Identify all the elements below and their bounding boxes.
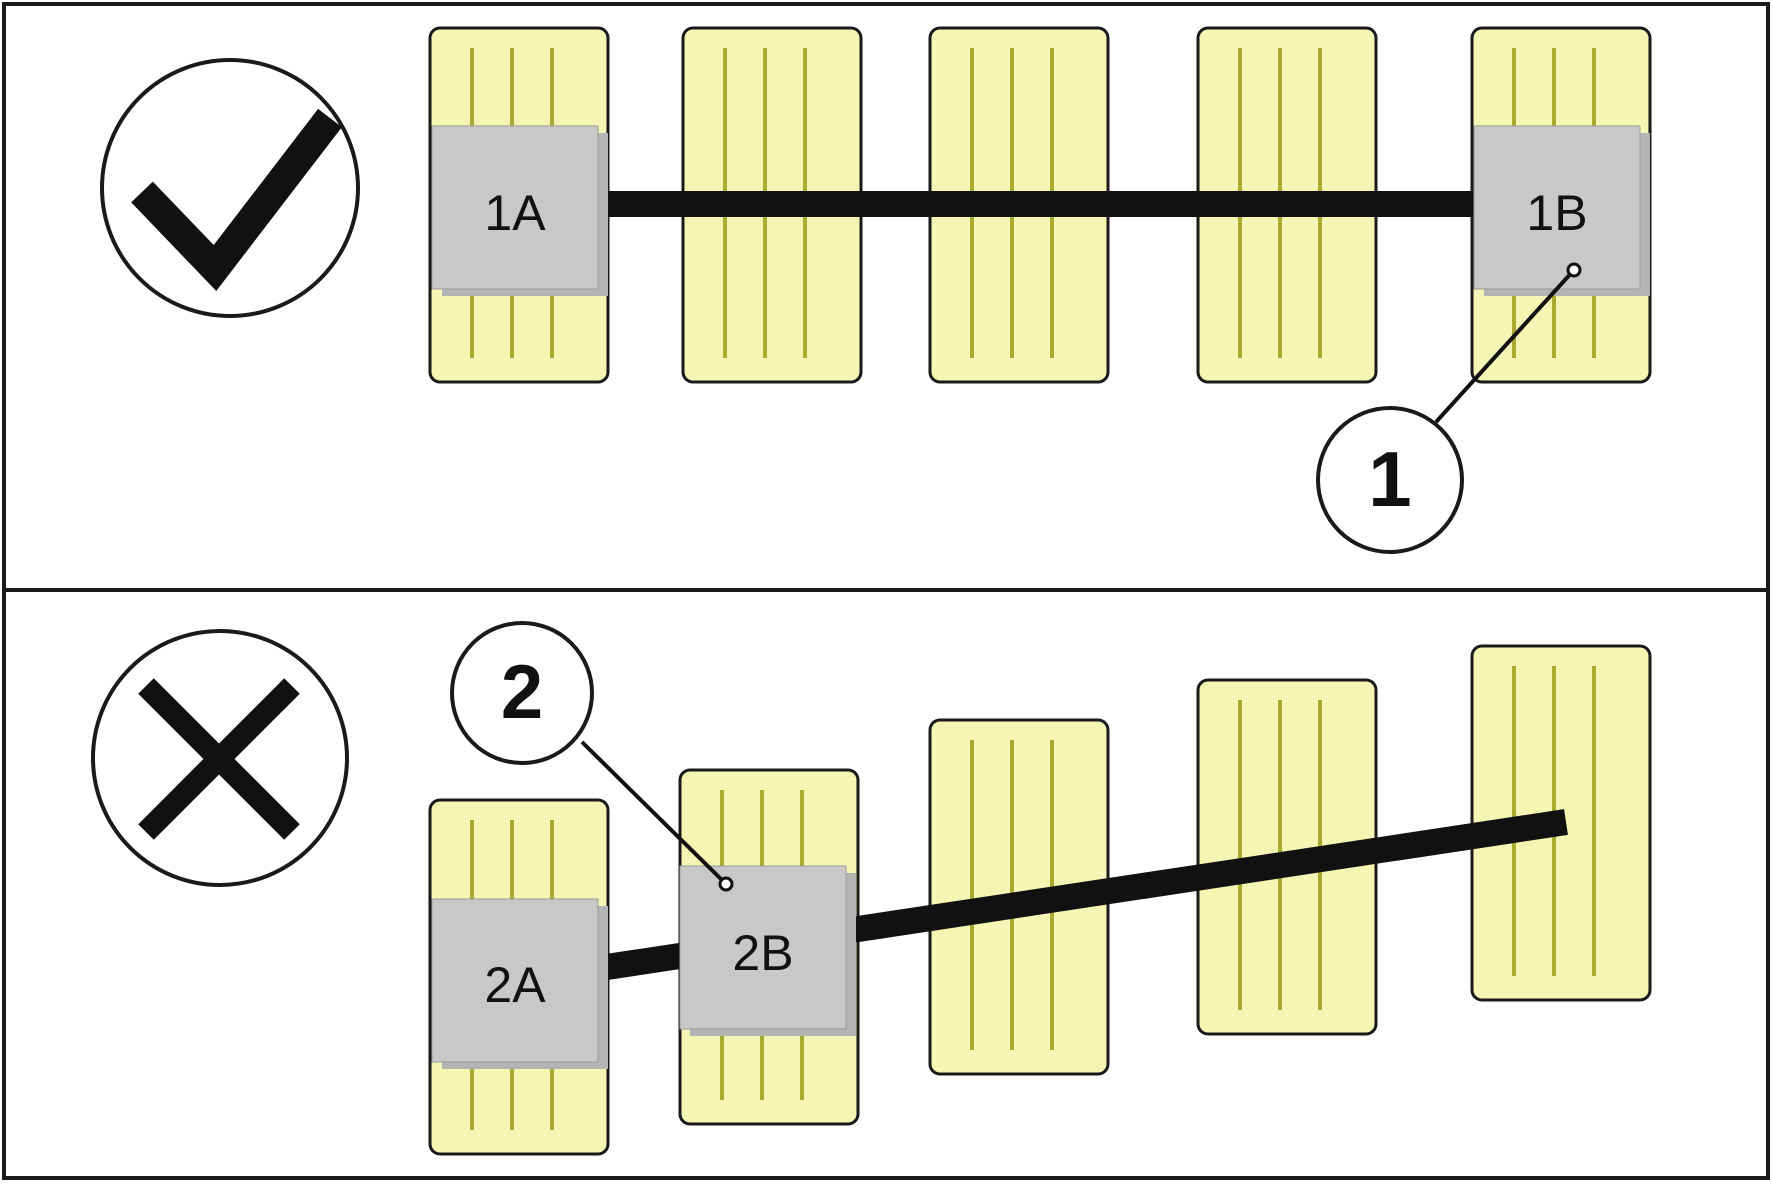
bottom-panel: [2, 588, 1770, 1180]
top-sensor-b-label: 1B: [1526, 185, 1587, 241]
bottom-sensor-a: 2A: [431, 898, 608, 1069]
top-sensor-a-label: 1A: [484, 185, 546, 241]
checkmark-icon: [131, 108, 342, 291]
cross-icon: [138, 678, 300, 840]
bottom-callout: 2: [450, 621, 734, 892]
bottom-callout-label: 2: [501, 650, 543, 735]
top-sensor-a: 1A: [431, 125, 608, 296]
top-callout-label: 1: [1368, 435, 1411, 523]
bottom-sensor-b: 2B: [679, 865, 856, 1036]
top-sensor-b: 1B: [1473, 125, 1650, 296]
bottom-sensor-a-label: 2A: [484, 957, 546, 1013]
checkmark-icon-circle: [100, 58, 360, 318]
top-callout: 1: [1316, 262, 1582, 554]
bottom-sensor-b-label: 2B: [732, 925, 793, 981]
